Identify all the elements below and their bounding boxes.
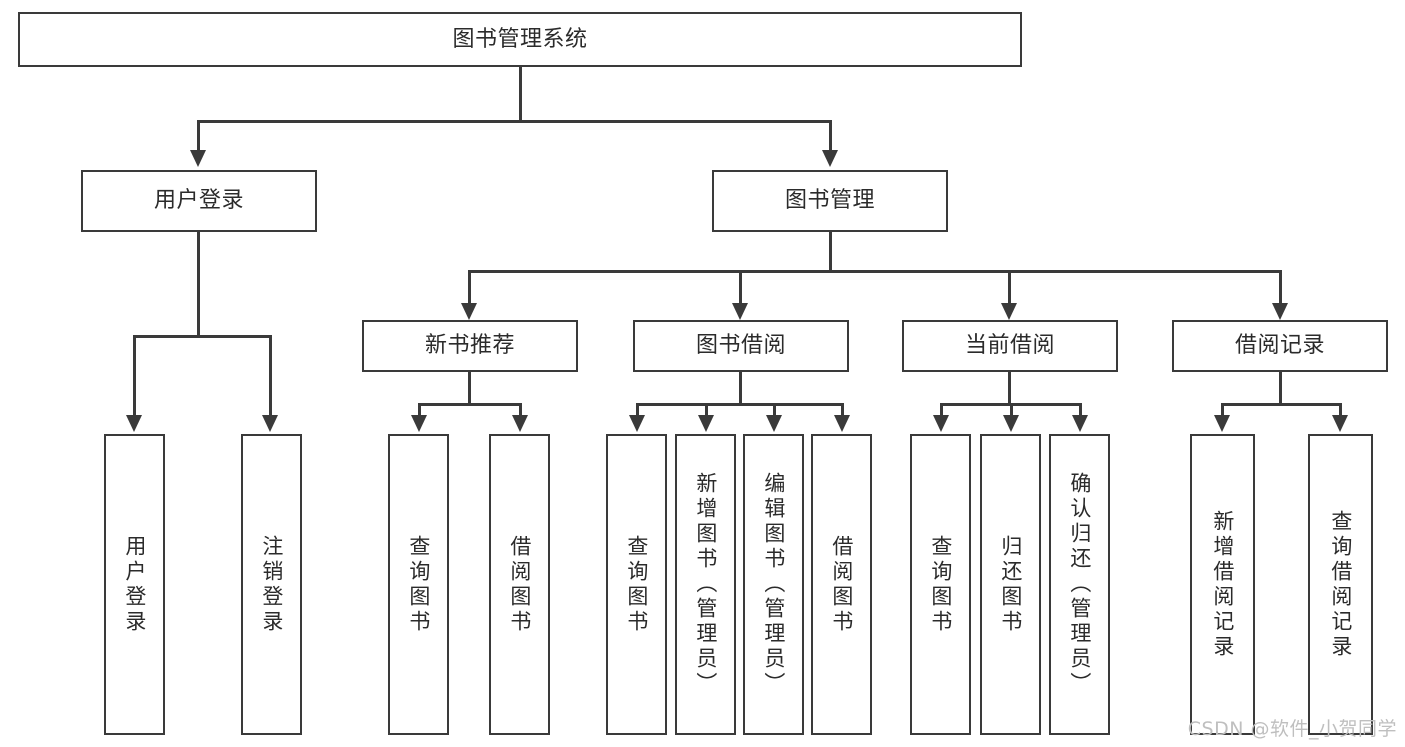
leaf-bb-edit-book-admin[interactable]: 编辑图书（管理员） [743, 434, 804, 735]
node-label: 新增图书（管理员） [693, 472, 718, 697]
connector-br-leaf-0 [1221, 403, 1224, 417]
node-label: 查询图书 [406, 534, 431, 635]
node-root-book-management-system[interactable]: 图书管理系统 [18, 12, 1022, 67]
arrowhead-nbr-leaf-1 [512, 415, 528, 432]
node-label: 查询图书 [624, 534, 649, 635]
node-label: 当前借阅 [964, 333, 1055, 359]
leaf-cb-return-book[interactable]: 归还图书 [980, 434, 1041, 735]
node-borrow-record[interactable]: 借阅记录 [1172, 320, 1388, 372]
arrowhead-book-management [822, 150, 838, 167]
leaf-br-add-record[interactable]: 新增借阅记录 [1190, 434, 1255, 735]
node-label: 借阅记录 [1234, 333, 1325, 359]
arrowhead-nbr-leaf-0 [411, 415, 427, 432]
leaf-bb-query-book[interactable]: 查询图书 [606, 434, 667, 735]
connector-bb-leaf-3 [841, 403, 844, 417]
connector-root-stem [519, 67, 522, 122]
connector-to-user-login [197, 120, 200, 152]
connector-user-login-stem [197, 232, 200, 337]
node-label: 查询借阅记录 [1328, 509, 1353, 660]
connector-user-login-bus [133, 335, 271, 338]
arrowhead-bb-leaf-2 [766, 415, 782, 432]
node-label: 借阅图书 [829, 534, 854, 635]
connector-new-book-recommend-bus [418, 403, 522, 406]
node-label: 图书借阅 [695, 333, 786, 359]
node-user-login[interactable]: 用户登录 [81, 170, 317, 232]
node-label: 归还图书 [998, 534, 1023, 635]
connector-bb-leaf-2 [773, 403, 776, 417]
connector-level2-bus [197, 120, 832, 123]
node-label: 确认归还（管理员） [1067, 472, 1092, 697]
node-label: 新书推荐 [424, 333, 515, 359]
connector-cb-leaf-1 [1010, 403, 1013, 417]
arrowhead-cb-leaf-0 [933, 415, 949, 432]
leaf-bb-add-book-admin[interactable]: 新增图书（管理员） [675, 434, 736, 735]
arrowhead-cb-leaf-2 [1072, 415, 1088, 432]
node-current-borrow[interactable]: 当前借阅 [902, 320, 1118, 372]
connector-bb-leaf-1 [705, 403, 708, 417]
arrowhead-current-borrow [1001, 303, 1017, 320]
node-label: 注销登录 [259, 534, 284, 635]
leaf-user-login[interactable]: 用户登录 [104, 434, 165, 735]
arrowhead-bb-leaf-0 [629, 415, 645, 432]
arrowhead-user-login-leaf-1 [262, 415, 278, 432]
connector-to-borrow-record [1279, 270, 1282, 305]
arrowhead-new-book-recommend [461, 303, 477, 320]
connector-book-management-stem [829, 232, 832, 272]
leaf-bb-borrow-book[interactable]: 借阅图书 [811, 434, 872, 735]
arrowhead-borrow-record [1272, 303, 1288, 320]
node-book-management[interactable]: 图书管理 [712, 170, 948, 232]
node-label: 借阅图书 [507, 534, 532, 635]
arrowhead-br-leaf-0 [1214, 415, 1230, 432]
arrowhead-cb-leaf-1 [1003, 415, 1019, 432]
csdn-watermark: CSDN @软件_小贺同学 [1187, 718, 1397, 740]
connector-borrow-record-bus [1221, 403, 1342, 406]
node-label: 编辑图书（管理员） [761, 472, 786, 697]
connector-br-leaf-1 [1339, 403, 1342, 417]
leaf-br-query-record[interactable]: 查询借阅记录 [1308, 434, 1373, 735]
node-label: 图书管理 [784, 188, 875, 214]
connector-nbr-leaf-0 [418, 403, 421, 417]
connector-bb-leaf-0 [636, 403, 639, 417]
connector-to-book-borrow [739, 270, 742, 305]
node-label: 新增借阅记录 [1210, 509, 1235, 660]
node-new-book-recommend[interactable]: 新书推荐 [362, 320, 578, 372]
connector-book-borrow-stem [739, 372, 742, 405]
node-label: 查询图书 [928, 534, 953, 635]
connector-nbr-leaf-1 [519, 403, 522, 417]
connector-borrow-record-stem [1279, 372, 1282, 405]
leaf-nbr-borrow-book[interactable]: 借阅图书 [489, 434, 550, 735]
connector-current-borrow-stem [1008, 372, 1011, 405]
leaf-cb-confirm-return-admin[interactable]: 确认归还（管理员） [1049, 434, 1110, 735]
arrowhead-user-login [190, 150, 206, 167]
connector-cb-leaf-2 [1079, 403, 1082, 417]
arrowhead-bb-leaf-1 [698, 415, 714, 432]
connector-cb-leaf-0 [940, 403, 943, 417]
arrowhead-user-login-leaf-0 [126, 415, 142, 432]
leaf-cb-query-book[interactable]: 查询图书 [910, 434, 971, 735]
node-label: 图书管理系统 [452, 26, 588, 52]
leaf-logout[interactable]: 注销登录 [241, 434, 302, 735]
arrowhead-book-borrow [732, 303, 748, 320]
arrowhead-bb-leaf-3 [834, 415, 850, 432]
connector-user-login-leaf-1 [269, 335, 272, 417]
connector-user-login-leaf-0 [133, 335, 136, 417]
arrowhead-br-leaf-1 [1332, 415, 1348, 432]
connector-level3-bus [468, 270, 1282, 273]
leaf-nbr-query-book[interactable]: 查询图书 [388, 434, 449, 735]
connector-book-borrow-bus [636, 403, 844, 406]
connector-to-current-borrow [1008, 270, 1011, 305]
node-book-borrow[interactable]: 图书借阅 [633, 320, 849, 372]
connector-to-book-management [829, 120, 832, 152]
connector-new-book-recommend-stem [468, 372, 471, 405]
node-label: 用户登录 [153, 188, 244, 214]
node-label: 用户登录 [122, 534, 147, 635]
connector-to-new-book-recommend [468, 270, 471, 305]
